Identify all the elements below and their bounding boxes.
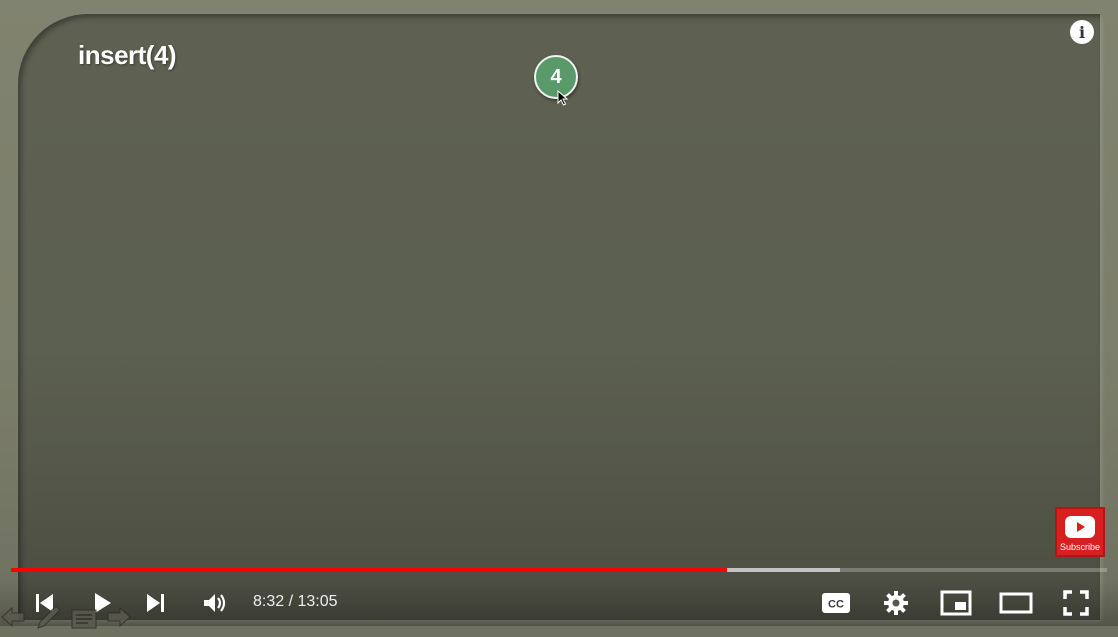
- subscribe-label: Subscribe: [1059, 542, 1101, 552]
- progress-bar[interactable]: [11, 568, 1107, 572]
- volume-icon: [204, 594, 226, 612]
- info-icon[interactable]: i: [1070, 20, 1094, 44]
- tree-node: 4: [534, 55, 578, 99]
- subscribe-button[interactable]: Subscribe: [1055, 507, 1105, 557]
- settings-button[interactable]: [878, 588, 914, 618]
- time-display: 8:32 / 13:05: [253, 593, 338, 610]
- back-arrow-icon[interactable]: [1, 606, 25, 628]
- controls-bar: [0, 580, 1118, 626]
- settings-icon: [884, 591, 908, 615]
- play-icon: [95, 593, 111, 613]
- pen-icon[interactable]: [37, 605, 61, 629]
- svg-text:CC: CC: [828, 599, 844, 611]
- prev-icon: [36, 594, 53, 612]
- next-button[interactable]: [138, 588, 174, 618]
- play-button[interactable]: [84, 588, 120, 618]
- captions-button[interactable]: CC: [818, 588, 854, 618]
- prev-button[interactable]: [26, 588, 62, 618]
- slide-panel: [18, 14, 1100, 620]
- forward-arrow-icon[interactable]: [107, 606, 131, 628]
- mouse-cursor-icon: [557, 90, 569, 106]
- fullscreen-icon: [1063, 590, 1089, 616]
- volume-button[interactable]: [197, 588, 233, 618]
- theater-button[interactable]: [998, 588, 1034, 618]
- presentation-toolbar[interactable]: [0, 600, 140, 634]
- played-bar: [11, 568, 727, 572]
- cc-icon: CC: [822, 593, 850, 613]
- fullscreen-button[interactable]: [1058, 588, 1094, 618]
- slide-title: insert(4): [78, 40, 177, 70]
- next-icon: [147, 594, 164, 612]
- miniplayer-icon: [940, 590, 972, 616]
- menu-icon[interactable]: [71, 609, 97, 629]
- theater-icon: [999, 592, 1033, 614]
- miniplayer-button[interactable]: [938, 588, 974, 618]
- youtube-icon: [1065, 516, 1095, 538]
